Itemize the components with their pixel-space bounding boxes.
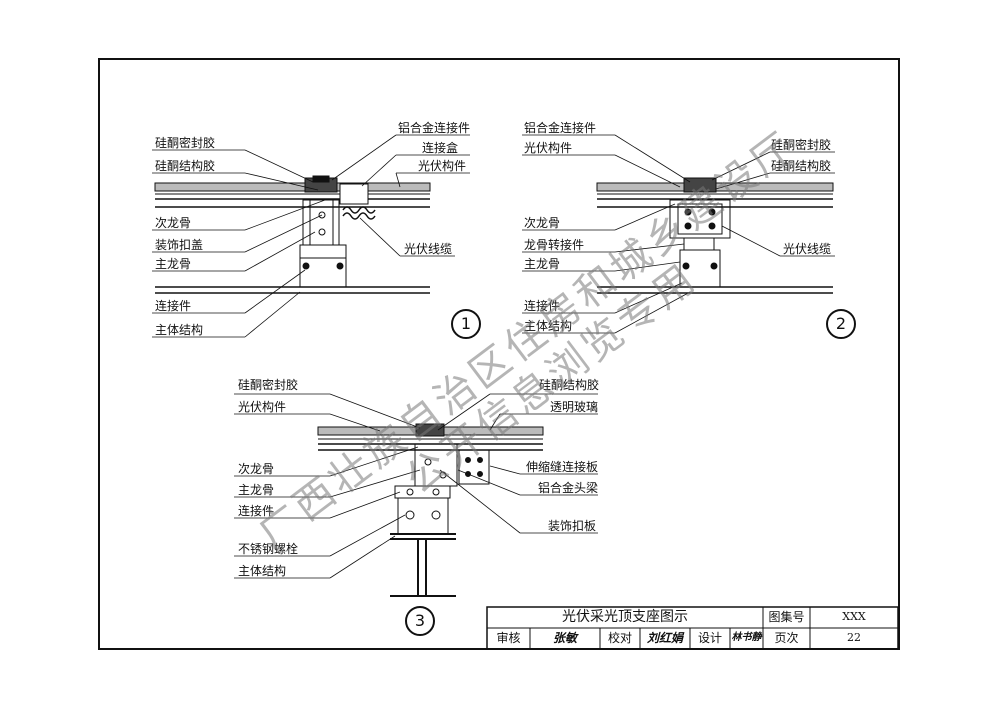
d1-label-silicone-sealant: 硅酮密封胶 — [155, 136, 216, 150]
d1-label-aluminum-connector: 铝合金连接件 — [398, 121, 471, 135]
d1-label-structural-silicone: 硅酮结构胶 — [155, 159, 216, 173]
d3-label-expansion-plate: 伸缩缝连接板 — [526, 460, 599, 474]
review-label: 审核 — [496, 631, 521, 645]
d3-label-stainless-bolt: 不锈钢螺栓 — [238, 542, 299, 556]
design-signature: 林书静 — [731, 632, 762, 643]
detail-3-number: 3 — [405, 606, 435, 636]
review-signature: 张敏 — [552, 631, 577, 645]
page-label: 页次 — [774, 631, 799, 645]
d3-label-connector: 连接件 — [238, 504, 275, 518]
check-label: 校对 — [607, 631, 632, 645]
d2-label-main-keel: 主龙骨 — [524, 257, 561, 271]
d2-label-main-structure: 主体结构 — [524, 319, 573, 333]
d1-label-main-keel: 主龙骨 — [155, 257, 192, 271]
d2-label-pv-component: 光伏构件 — [524, 141, 573, 155]
d3-label-clear-glass: 透明玻璃 — [550, 400, 599, 414]
d3-label-main-keel: 主龙骨 — [238, 483, 275, 497]
d1-label-junction-box: 连接盒 — [422, 141, 459, 155]
d3-label-main-structure: 主体结构 — [238, 564, 287, 578]
d3-label-silicone-sealant: 硅酮密封胶 — [238, 378, 299, 392]
d2-label-structural-silicone: 硅酮结构胶 — [771, 159, 832, 173]
title-block: 光伏采光顶支座图示 图集号 XXX 审核 张敏 校对 刘红娟 设计 林书静 页次… — [487, 607, 898, 649]
d2-label-pv-cable: 光伏线缆 — [783, 242, 832, 256]
d3-label-secondary-keel: 次龙骨 — [238, 462, 275, 476]
drawing-title: 光伏采光顶支座图示 — [562, 609, 688, 625]
d1-label-main-structure: 主体结构 — [155, 323, 204, 337]
d1-label-pv-component: 光伏构件 — [418, 159, 467, 173]
detail-3-drawing — [317, 423, 544, 597]
atlas-number: XXX — [842, 610, 866, 623]
d2-label-connector: 连接件 — [524, 299, 561, 313]
detail-1-drawing — [154, 175, 431, 294]
detail-2-drawing — [596, 177, 834, 294]
detail-1-leaders — [152, 134, 470, 338]
d2-label-secondary-keel: 次龙骨 — [524, 216, 561, 230]
title-block-grid — [486, 606, 899, 650]
d3-label-structural-silicone: 硅酮结构胶 — [539, 378, 600, 392]
d3-label-pv-component: 光伏构件 — [238, 400, 287, 414]
d3-label-decorative-trim: 装饰扣板 — [548, 519, 597, 533]
detail-1-number: 1 — [451, 309, 481, 339]
design-label: 设计 — [697, 631, 722, 645]
d1-label-pv-cable: 光伏线缆 — [404, 242, 453, 256]
d1-label-secondary-keel: 次龙骨 — [155, 216, 192, 230]
atlas-number-label: 图集号 — [768, 610, 805, 624]
d1-label-connector: 连接件 — [155, 299, 192, 313]
page-number: 22 — [847, 631, 861, 644]
d1-label-decorative-cap: 装饰扣盖 — [155, 238, 204, 252]
d2-label-aluminum-connector: 铝合金连接件 — [524, 121, 597, 135]
d2-label-silicone-sealant: 硅酮密封胶 — [771, 138, 832, 152]
detail-2-leaders — [522, 134, 835, 334]
detail-2-number: 2 — [826, 309, 856, 339]
d3-label-aluminum-head-beam: 铝合金头梁 — [538, 481, 599, 495]
check-signature: 刘红娟 — [646, 631, 683, 645]
d2-label-keel-adapter: 龙骨转接件 — [524, 238, 585, 252]
detail-3-leaders — [234, 393, 598, 579]
